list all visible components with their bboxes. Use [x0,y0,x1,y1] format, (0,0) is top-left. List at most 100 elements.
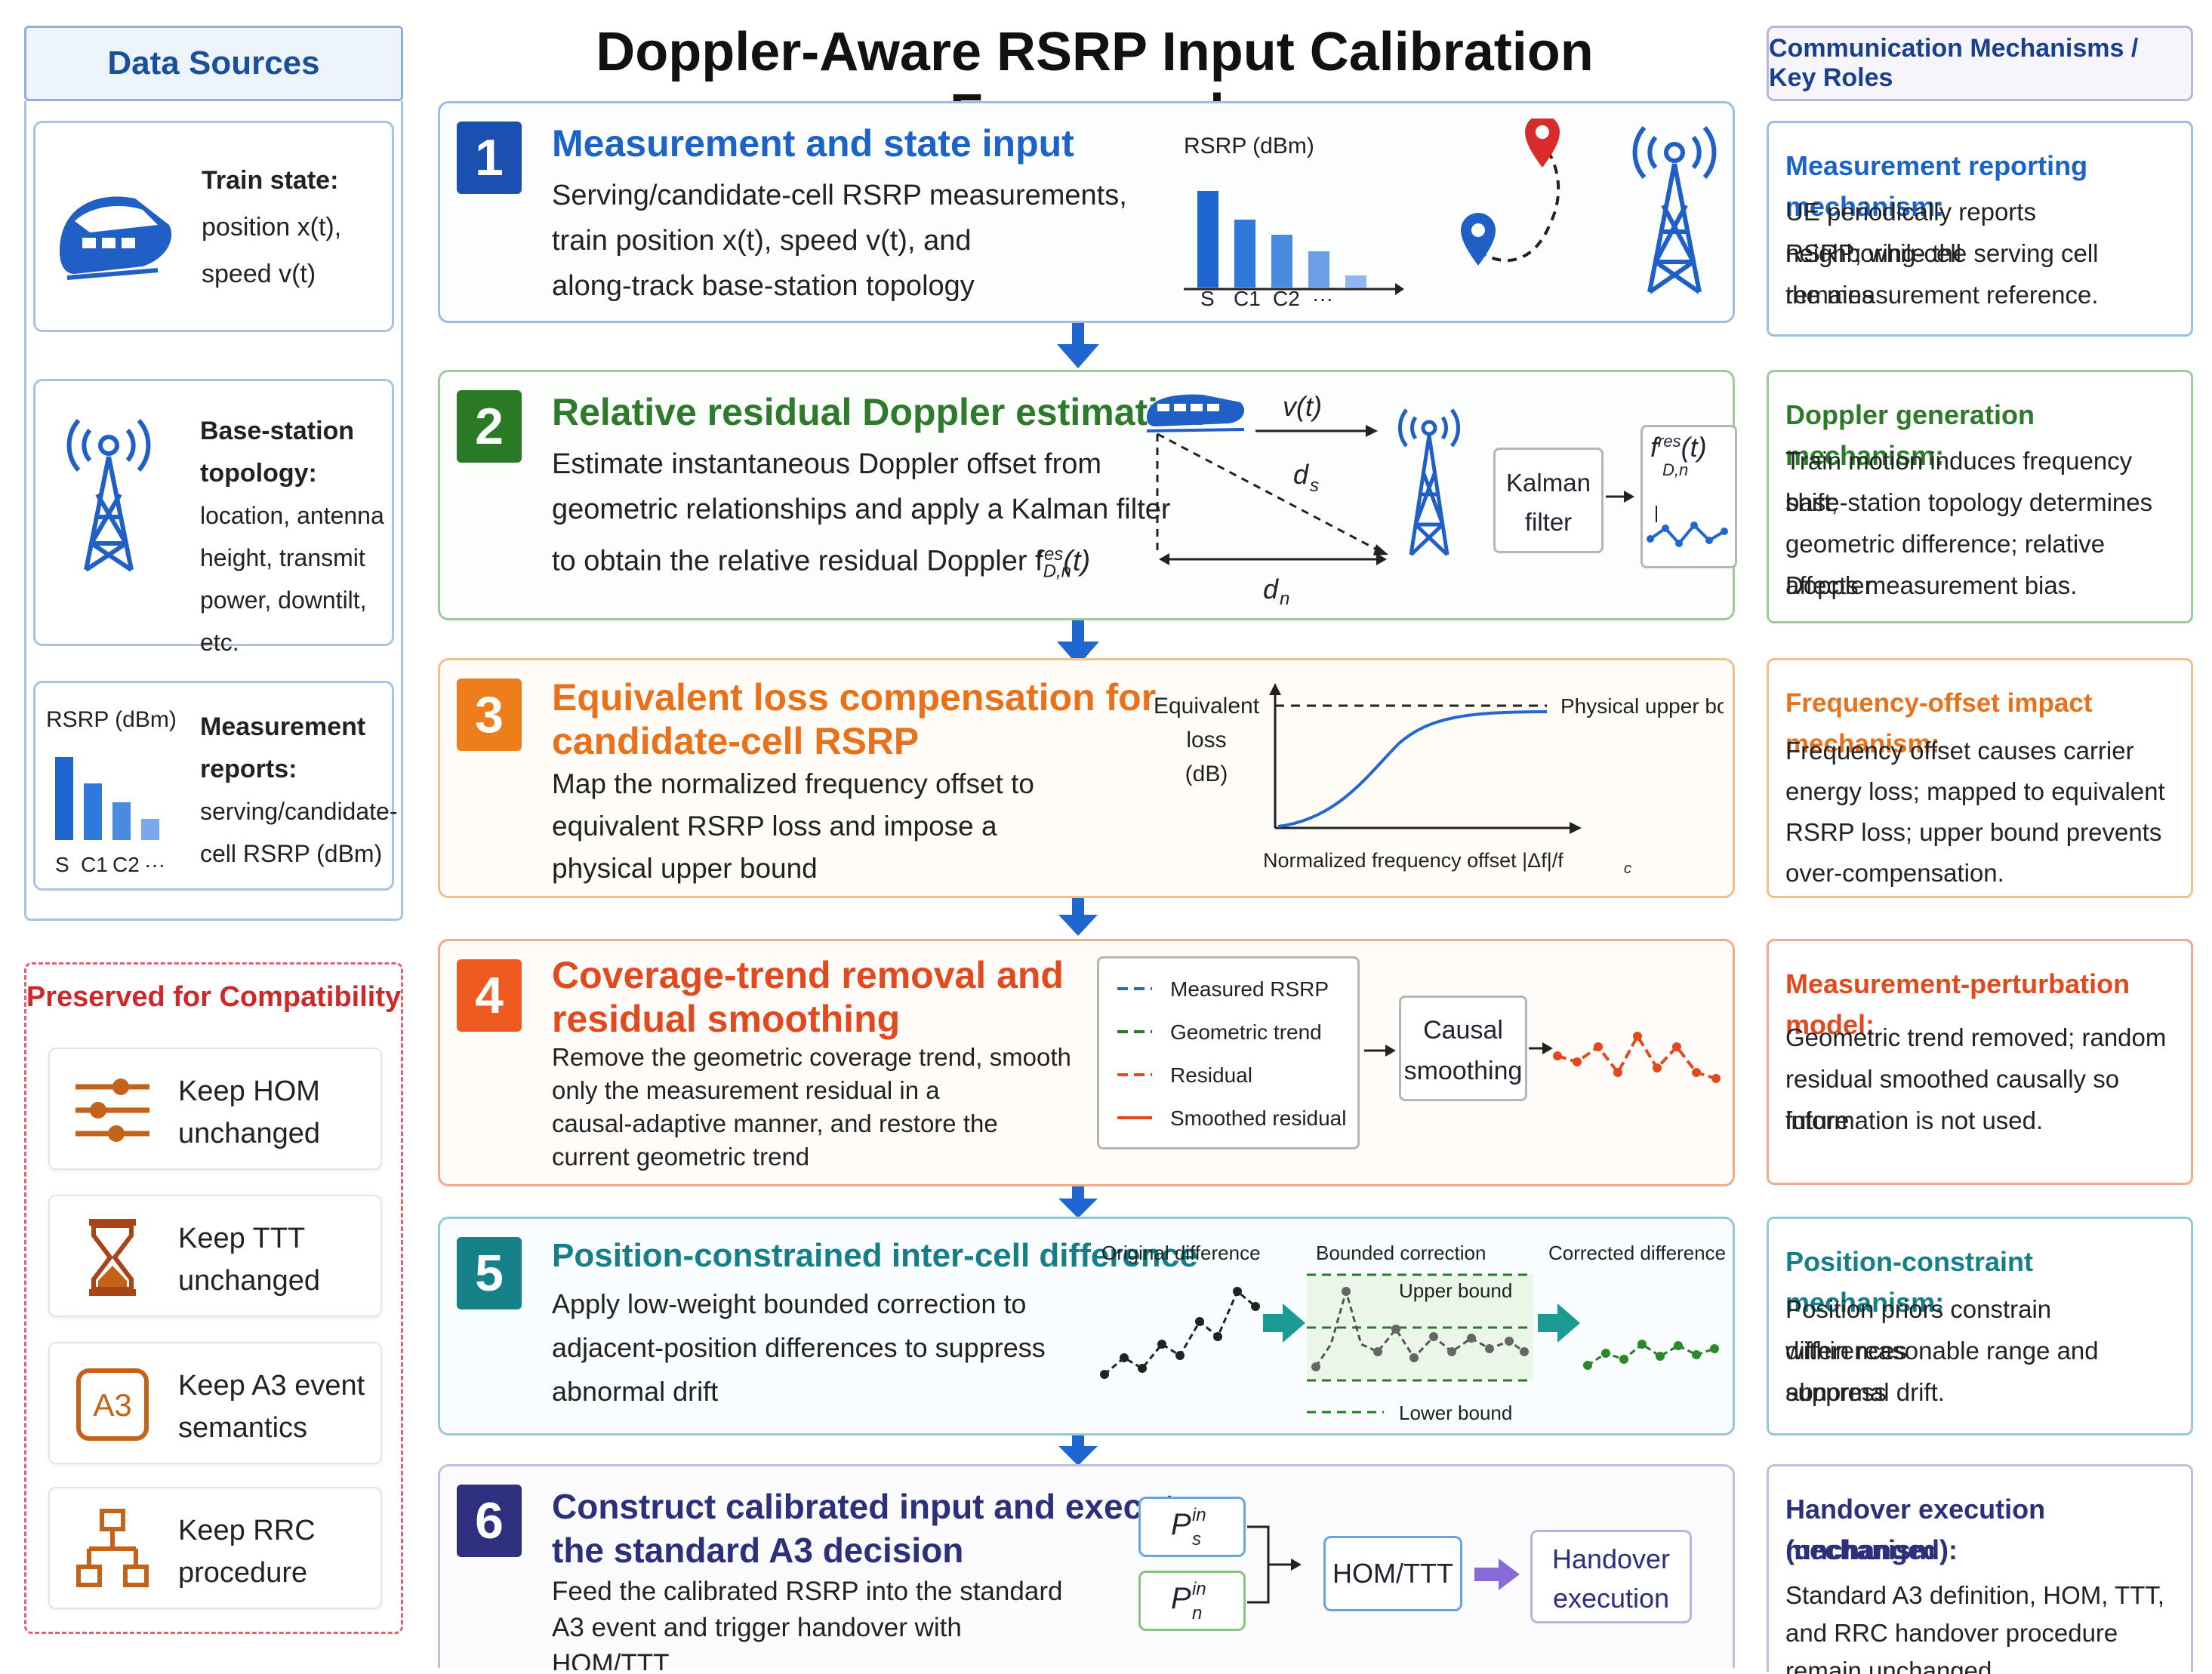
step-1-rsrp-chart: RSRP (dBm) [1184,134,1404,295]
mechanism-2-text-2: base-station topology determines [1785,488,2153,516]
mechanism-6-text-3: remain unchanged. [1785,1657,1999,1674]
mechanism-4-text-2: residual smoothed causally so future [1785,1065,2120,1134]
step-2-desc-3: to obtain the relative residual Doppler … [552,544,1091,582]
report-bar-c3 [141,819,159,840]
flow-arrow-1 [1057,323,1099,368]
step-3-number: 3 [457,679,522,751]
compat-rrc-line-1: Keep RRC [178,1515,316,1546]
data-sources-header: Data Sources [24,26,403,101]
compat-ttt-line-2: unchanged [178,1265,321,1297]
hom-ttt-box: HOM/TTT [1323,1536,1462,1611]
mechanism-measurement-perturbation: Measurement-perturbation model: Geometri… [1767,939,2193,1185]
step-4-title-1: Coverage-trend removal and [552,954,1064,996]
mechanism-handover-execution: Handover execution mechanism (unchanged)… [1767,1464,2193,1674]
step-3-desc-2: equivalent RSRP loss and impose a [552,811,997,842]
step-5-desc-3: abnormal drift [552,1376,719,1407]
mechanism-3-text-1: Frequency offset causes carrier [1785,737,2134,765]
compat-hom-line-1: Keep HOM [178,1075,320,1107]
mechanism-5-text-1: Position priors constrain differences [1785,1295,2052,1365]
hierarchy-icon [76,1509,149,1587]
speed-label: v(t) [1283,391,1322,422]
a3-badge-text: A3 [93,1387,131,1423]
loss-compensation-chart: Equivalent loss (dB) Physical upper boun… [1154,683,1724,877]
corrected-difference-label: Corrected difference [1548,1242,1726,1264]
causal-label-2: smoothing [1403,1057,1523,1085]
compat-item-ttt: Keep TTT unchanged [48,1195,382,1317]
report-chart-title: RSRP (dBm) [46,707,177,732]
compatibility-title: Preserved for Compatibility [26,981,402,1013]
kalman-label-1: Kalman [1506,469,1591,497]
handover-execution-line-1: Handover [1551,1543,1671,1574]
step-6-title-1: Construct calibrated input and execute [552,1487,1195,1526]
reports-line-2: cell RSRP (dBm) [200,840,383,867]
mechanism-doppler-generation: Doppler generation mechanism: Train moti… [1767,370,2193,623]
base-station-line-1: location, antenna [200,502,384,529]
step-6-desc-3: HOM/TTT [552,1649,670,1670]
report-bar-c2 [112,802,131,840]
p-neighbor-box: P in n [1138,1571,1246,1631]
legend-residual: Residual [1170,1063,1252,1087]
step-5-title: Position-constrained inter-cell differen… [552,1237,1198,1274]
residual-doppler-output-box: fres(t) D,n [1641,425,1737,568]
mechanism-6-title-2: (unchanged): [1785,1534,1958,1565]
p-serving-sub: s [1192,1529,1201,1549]
step-1-bar-c3 [1308,251,1329,288]
train-state-card: Train state: position x(t), speed v(t) [33,121,394,332]
ds-subscript: s [1310,475,1319,496]
report-bar-c1 [84,783,102,840]
legend-swatches: Measured RSRP Geometric trend Residual S… [1117,977,1346,1130]
step-3-title-2: candidate-cell RSRP [552,720,920,762]
mechanism-1-text-3: the measurement reference. [1785,281,2099,309]
smoothing-input-arrow [1364,1045,1396,1057]
residual-doppler-trace [1647,506,1728,547]
mechanism-4-title: Measurement-perturbation model: [1785,968,2130,1040]
step-1-title: Measurement and state input [552,122,1074,165]
step-2-title: Relative residual Doppler estimation [552,391,1205,433]
flow-arrow-2 [1057,620,1099,666]
base-station-line-3: power, downtilt, etc. [200,586,367,656]
p-neighbor-sub: n [1192,1603,1203,1623]
train-icon [60,196,172,280]
mechanism-frequency-offset: Frequency-offset impact mechanism: Frequ… [1767,658,2193,898]
step-6-panel: 6 Construct calibrated input and execute… [438,1464,1735,1670]
step-3-title-1: Equivalent loss compensation for [552,676,1157,719]
compat-rrc-line-2: procedure [178,1557,308,1589]
kalman-label-2: filter [1524,508,1573,536]
train-speed-text: speed v(t) [202,260,316,288]
original-difference-label: Original difference [1101,1242,1261,1264]
hourglass-icon [89,1219,136,1296]
mechanism-5-text-3: abnormal drift. [1785,1378,1945,1406]
output-f-symbol: fres(t) [1650,432,1707,463]
mechanism-2-text-3: geometric difference; relative Doppler [1785,530,2106,599]
report-tick-more: ··· [144,853,165,876]
step-3-desc-1: Map the normalized frequency offset to [552,768,1034,799]
step-5-arrow-1 [1263,1303,1305,1343]
mechanism-1-title: Measurement reporting mechanism: [1785,150,2088,222]
handover-execution-box: Handover execution [1530,1530,1692,1623]
mechanism-5-title: Position-constraint mechanism: [1785,1246,2034,1318]
upper-bound-label: Upper bound [1399,1279,1512,1302]
step-4-desc-2: only the measurement residual in a [552,1076,940,1104]
compat-item-rrc: Keep RRC procedure [48,1487,382,1609]
mechanism-4-text-1: Geometric trend removed; random [1785,1023,2167,1051]
page-title: Doppler-Aware RSRP Input Calibration Fra… [596,22,1594,144]
step-1-desc-2: train position x(t), speed v(t), and [552,225,972,257]
dn-label: d [1263,574,1279,605]
physical-upper-bound-label: Physical upper bound [1560,694,1724,718]
compat-item-hom: Keep HOM unchanged [48,1048,382,1170]
step-1-bar-c4 [1345,275,1366,288]
original-difference-trace [1104,1289,1256,1376]
mechanism-1-text-1: UE periodically reports neighboring-cell [1785,198,2036,267]
mechanism-2-text-1: Train motion induces frequency shift; [1785,447,2133,516]
smoothed-residual-trace [1529,1032,1721,1083]
mechanism-3-text-3: RSRP loss; upper bound prevents [1785,818,2162,846]
mechanism-6-title-1: Handover execution mechanism [1785,1494,2046,1565]
step-6-desc-2: A3 event and trigger handover with [552,1613,962,1642]
base-station-label-1: Base-station [200,417,355,445]
bounded-correction-label: Bounded correction [1316,1242,1486,1264]
step-5-number: 5 [457,1237,522,1309]
doppler-geometry-diagram: v(t) d s d n [1146,391,1460,606]
loss-xlabel-subscript: c [1624,860,1631,877]
p-serving-box: P in s [1138,1497,1246,1557]
sliders-icon [75,1079,149,1142]
